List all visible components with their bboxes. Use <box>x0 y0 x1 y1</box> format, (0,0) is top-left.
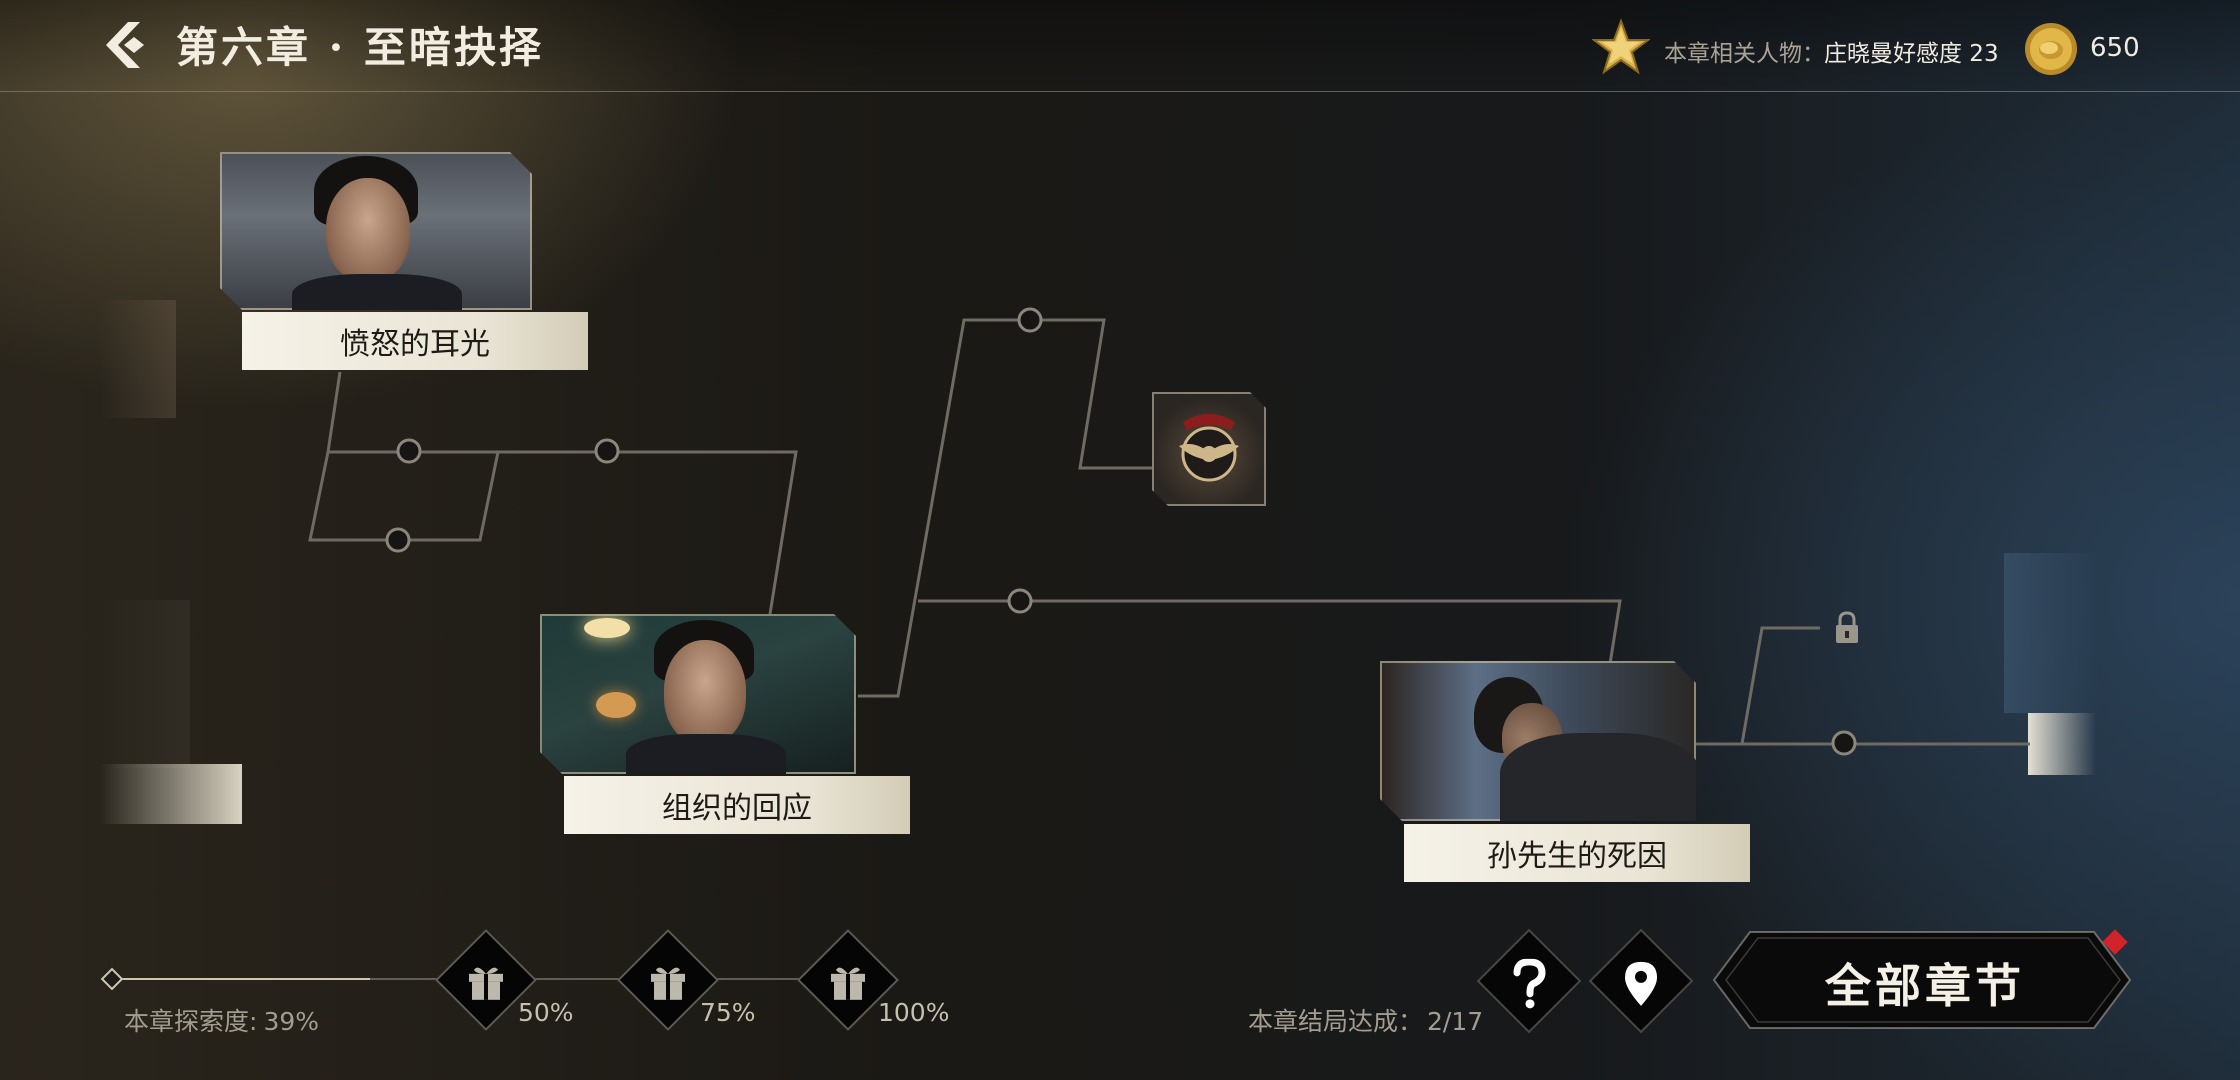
milestone-50-label: 50% <box>518 998 574 1027</box>
faded-card-left-top <box>100 300 176 418</box>
location-pin-icon <box>1625 961 1657 1006</box>
emblem-icon <box>1179 414 1239 482</box>
relation-label: 本章相关人物： <box>1664 41 1825 67</box>
relation-value: 庄晓曼好感度 23 <box>1824 41 1999 67</box>
ending-progress: 本章结局达成：2/17 <box>1248 1002 1483 1038</box>
milestone-75-label: 75% <box>700 998 756 1027</box>
faded-card-left-bottom-photo <box>100 600 190 768</box>
locked-ending-emblem[interactable] <box>1152 392 1266 506</box>
help-button[interactable] <box>1476 928 1582 1034</box>
exploration-label: 本章探索度:39% <box>124 1002 319 1038</box>
all-chapters-button[interactable] <box>1712 930 2132 1030</box>
node-thumbnail <box>220 152 532 310</box>
node-caption: 愤怒的耳光 <box>242 312 588 370</box>
faded-card-left-bottom-caption <box>100 764 242 824</box>
exploration-value: 39% <box>263 1007 320 1036</box>
story-node-response[interactable]: 组织的回应 <box>540 614 910 836</box>
milestone-100-label: 100% <box>878 998 950 1027</box>
lock-icon <box>1832 610 1862 646</box>
gift-reward-75[interactable] <box>617 929 719 1031</box>
gift-icon <box>831 967 865 1000</box>
faded-card-right-caption <box>2028 713 2096 775</box>
ending-label-text: 本章结局达成： <box>1248 1007 1424 1036</box>
coin-icon <box>2022 20 2080 78</box>
story-node-death[interactable]: 孙先生的死因 <box>1380 661 1750 885</box>
node-thumbnail <box>540 614 856 774</box>
chapter-title: 第六章 · 至暗抉择 <box>176 23 544 72</box>
node-caption: 组织的回应 <box>564 776 910 834</box>
story-node-slap[interactable]: 愤怒的耳光 <box>220 152 590 372</box>
top-bar <box>0 0 2240 92</box>
gift-reward-50[interactable] <box>435 929 537 1031</box>
exploration-label-text: 本章探索度: <box>124 1007 258 1036</box>
map-button[interactable] <box>1588 928 1694 1034</box>
all-chapters-label: 全部章节 <box>1825 959 2025 1013</box>
question-icon <box>1513 958 1546 1009</box>
coin-value: 650 <box>2090 33 2140 63</box>
gift-reward-100[interactable] <box>797 929 899 1031</box>
star-icon <box>1591 18 1651 76</box>
faded-card-right-photo <box>2004 553 2100 713</box>
gift-icon <box>469 967 503 1000</box>
node-caption: 孙先生的死因 <box>1404 824 1750 882</box>
gift-icon <box>651 967 685 1000</box>
exploration-fill <box>120 978 370 980</box>
ending-value: 2/17 <box>1427 1007 1484 1036</box>
back-arrow-icon[interactable] <box>100 18 160 72</box>
node-thumbnail <box>1380 661 1696 821</box>
